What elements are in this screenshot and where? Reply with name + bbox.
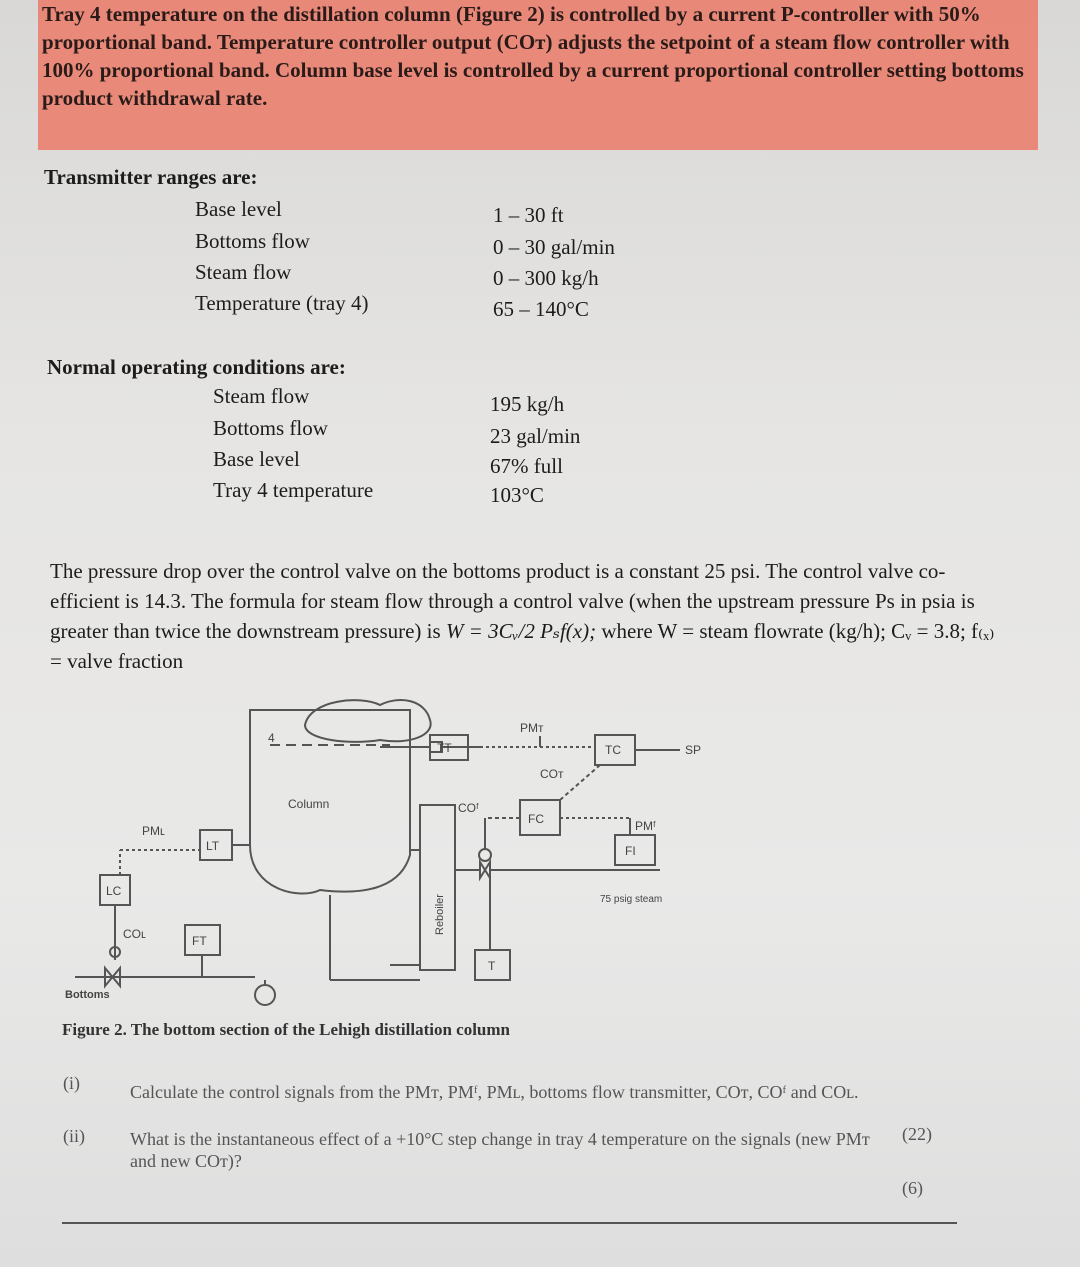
normal-value: 103°C: [490, 483, 544, 507]
condenser-cap: [303, 699, 432, 743]
pm-t-label: PMᴛ: [520, 721, 544, 735]
bottoms-valve: [104, 965, 121, 989]
lc-label: LC: [106, 884, 122, 898]
normal-label: Base level: [213, 447, 300, 471]
transmitter-value: 1 – 30 ft: [493, 203, 564, 227]
intro-text: Tray 4 temperature on the distillation c…: [42, 2, 1024, 110]
transmitter-value: 65 – 140°C: [493, 297, 589, 321]
paragraph-text: The pressure drop over the control valve…: [50, 559, 975, 643]
trap-label: T: [488, 959, 496, 973]
fc-label: FC: [528, 812, 544, 826]
transmitter-value: 0 – 300 kg/h: [493, 266, 599, 290]
question-number: (i): [63, 1073, 80, 1093]
normal-label: Tray 4 temperature: [213, 478, 374, 502]
transmitter-label: Steam flow: [195, 260, 292, 284]
normal-value: 195 kg/h: [490, 392, 565, 416]
tt-label: TT: [437, 741, 452, 755]
normal-label: Bottoms flow: [213, 416, 328, 440]
valve-paragraph: The pressure drop over the control valve…: [50, 556, 1010, 676]
figure-2-diagram: 4 Column TT TC SP FC FI LT LC FT T PMᴛ C…: [65, 699, 701, 1006]
normal-heading: Normal operating conditions are:: [47, 355, 346, 379]
column-vessel: [249, 709, 411, 895]
co-f-label: COᶠ: [458, 801, 479, 815]
steam-valve: [479, 858, 491, 882]
fi-label: FI: [625, 844, 636, 858]
question-marks: (22): [902, 1124, 932, 1144]
paragraph-after: where W = steam flowrate (kg/h); Cᵥ = 3.…: [50, 619, 995, 673]
transmitter-label: Bottoms flow: [195, 229, 310, 253]
normal-value: 23 gal/min: [490, 424, 581, 448]
reboiler-label: Reboiler: [434, 894, 446, 935]
normal-value: 67% full: [490, 454, 563, 478]
transmitter-value: 0 – 30 gal/min: [493, 235, 615, 259]
tc-label: TC: [605, 743, 621, 757]
normal-label: Steam flow: [213, 384, 310, 408]
steam-label: 75 psig steam: [600, 894, 662, 905]
ft-label: FT: [192, 934, 207, 948]
pm-f-label: PMᶠ: [635, 819, 656, 833]
figure-caption: Figure 2. The bottom section of the Lehi…: [62, 1020, 511, 1039]
steam-formula: W = 3Cᵥ/2 Pₛf(x);: [445, 619, 597, 643]
transmitter-label: Base level: [195, 197, 282, 221]
co-l-label: COʟ: [123, 927, 146, 941]
transmitter-label: Temperature (tray 4): [195, 291, 369, 315]
question-marks: (6): [902, 1178, 923, 1198]
co-t-label: COᴛ: [540, 767, 564, 781]
transmitter-heading: Transmitter ranges are:: [44, 165, 258, 189]
pm-l-label: PMʟ: [142, 824, 165, 838]
trap-box: [474, 949, 511, 981]
sp-label: SP: [685, 743, 701, 757]
question-number: (ii): [63, 1126, 85, 1146]
column-label: Column: [288, 797, 329, 811]
question-text: What is the instantaneous effect of a +1…: [130, 1129, 870, 1171]
lt-label: LT: [206, 839, 220, 853]
bottoms-pump: [254, 984, 276, 1006]
bottom-rule: [62, 1222, 957, 1224]
question-text: Calculate the control signals from the P…: [130, 1082, 859, 1102]
fi-box: [614, 834, 656, 866]
highlight: [38, 0, 1038, 150]
reboiler: [419, 804, 456, 971]
bottoms-label: Bottoms: [65, 989, 110, 1001]
tray-number: 4: [268, 731, 275, 745]
